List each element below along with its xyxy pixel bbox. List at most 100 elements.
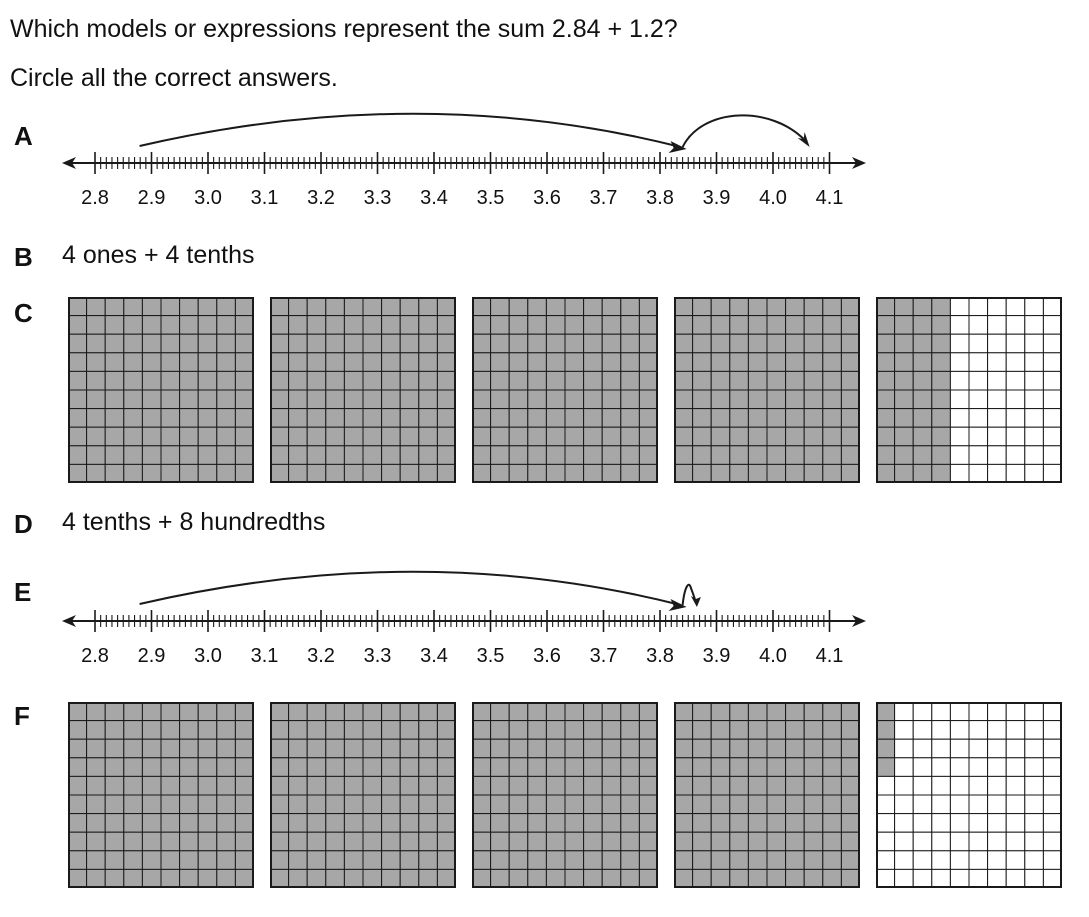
shaded-cell	[620, 445, 640, 465]
shaded-cell	[508, 720, 529, 740]
shaded-cell	[123, 757, 143, 777]
tick-label: 3.9	[702, 187, 731, 209]
shaded-cell	[123, 333, 143, 354]
shaded-cell	[197, 720, 218, 740]
shaded-cell	[362, 738, 383, 759]
shaded-cell	[362, 813, 383, 833]
option-c-letter[interactable]: C	[14, 298, 33, 328]
shaded-cell	[399, 426, 420, 447]
shaded-cell	[343, 445, 364, 465]
shaded-cell	[288, 702, 308, 722]
shaded-cell	[803, 813, 824, 833]
shaded-cell	[325, 850, 345, 870]
shaded-cell	[306, 720, 327, 740]
shaded-cell	[234, 370, 254, 391]
shaded-cell	[601, 813, 622, 833]
shaded-cell	[490, 775, 510, 796]
option-a-letter[interactable]: A	[14, 121, 33, 151]
shaded-cell	[68, 315, 88, 335]
shaded-cell	[104, 315, 125, 335]
shaded-cell	[362, 426, 383, 447]
empty-cell	[931, 831, 951, 852]
shaded-cell	[692, 389, 712, 410]
shaded-cell	[179, 352, 199, 372]
empty-cell	[1024, 445, 1044, 465]
option-e-letter[interactable]: E	[14, 577, 32, 607]
shaded-cell	[545, 702, 566, 722]
shaded-cell	[674, 389, 694, 410]
shaded-cell	[216, 757, 236, 777]
shaded-cell	[766, 315, 787, 335]
empty-cell	[968, 775, 989, 796]
shaded-cell	[747, 702, 768, 722]
shaded-cell	[86, 426, 106, 447]
shaded-cell	[141, 426, 162, 447]
shaded-cell	[876, 297, 896, 317]
shaded-cell	[68, 813, 88, 833]
shaded-cell	[472, 370, 492, 391]
shaded-cell	[710, 720, 731, 740]
shaded-cell	[785, 738, 805, 759]
shaded-cell	[490, 868, 510, 888]
shaded-cell	[564, 297, 585, 317]
shaded-cell	[692, 757, 712, 777]
shaded-cell	[674, 868, 694, 888]
empty-cell	[1024, 426, 1044, 447]
empty-cell	[876, 813, 896, 833]
shaded-cell	[399, 408, 420, 428]
shaded-cell	[197, 850, 218, 870]
shaded-cell	[381, 794, 401, 815]
shaded-cell	[674, 370, 694, 391]
shaded-cell	[692, 738, 712, 759]
shaded-cell	[822, 389, 842, 410]
shaded-cell	[343, 463, 364, 483]
option-f-letter[interactable]: F	[14, 701, 30, 731]
shaded-cell	[160, 775, 181, 796]
shaded-cell	[418, 333, 438, 354]
empty-cell	[1042, 868, 1062, 888]
shaded-cell	[472, 702, 492, 722]
empty-cell	[968, 352, 989, 372]
shaded-cell	[674, 702, 694, 722]
shaded-cell	[822, 315, 842, 335]
shaded-cell	[362, 831, 383, 852]
shaded-cell	[141, 794, 162, 815]
shaded-cell	[692, 408, 712, 428]
number-line-svg	[62, 570, 866, 632]
shaded-cell	[197, 297, 218, 317]
option-b-letter[interactable]: B	[14, 242, 33, 272]
shaded-cell	[564, 426, 585, 447]
shaded-cell	[490, 352, 510, 372]
shaded-cell	[674, 794, 694, 815]
empty-cell	[1042, 297, 1062, 317]
shaded-cell	[197, 868, 218, 888]
shaded-cell	[747, 831, 768, 852]
shaded-cell	[766, 757, 787, 777]
shaded-cell	[141, 408, 162, 428]
shaded-cell	[270, 426, 290, 447]
option-d-letter[interactable]: D	[14, 509, 33, 539]
shaded-cell	[216, 315, 236, 335]
shaded-cell	[490, 794, 510, 815]
empty-cell	[1024, 813, 1044, 833]
shaded-cell	[620, 370, 640, 391]
shaded-cell	[876, 389, 896, 410]
empty-cell	[1005, 297, 1026, 317]
shaded-cell	[583, 720, 603, 740]
shaded-cell	[86, 738, 106, 759]
shaded-cell	[141, 831, 162, 852]
shaded-cell	[601, 720, 622, 740]
shaded-cell	[931, 315, 951, 335]
empty-cell	[987, 315, 1007, 335]
shaded-cell	[270, 389, 290, 410]
empty-cell	[1042, 757, 1062, 777]
shaded-cell	[306, 868, 327, 888]
shaded-cell	[527, 297, 547, 317]
empty-cell	[968, 868, 989, 888]
shaded-cell	[325, 794, 345, 815]
shaded-cell	[68, 297, 88, 317]
tick-label: 3.8	[646, 645, 674, 667]
shaded-cell	[436, 868, 456, 888]
shaded-cell	[343, 738, 364, 759]
shaded-cell	[343, 352, 364, 372]
